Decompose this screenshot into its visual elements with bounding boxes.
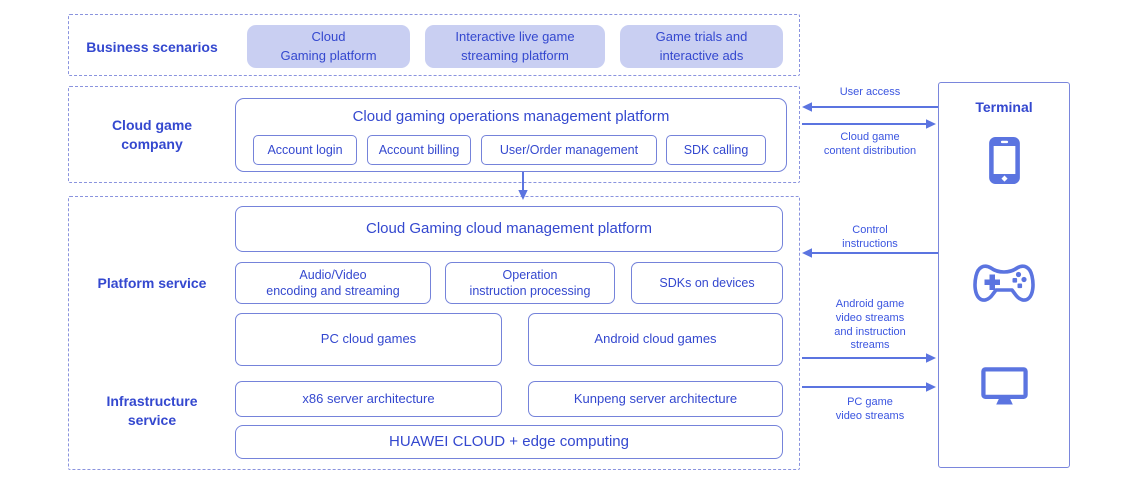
module-account-login: Account login: [253, 135, 357, 165]
flow-label-android-streams: Android game video streams and instructi…: [834, 298, 906, 352]
business-scenarios-label: Business scenarios: [86, 39, 218, 55]
terminal-label: Terminal: [975, 99, 1033, 115]
infrastructure-service-label: Infrastructure service: [106, 393, 198, 428]
module-account-billing: Account billing: [367, 135, 471, 165]
arrow-user-access: [802, 102, 938, 112]
arch-box-kunpeng: Kunpeng server architecture: [528, 381, 783, 417]
service-box-operation-instruction: Operation instruction processing: [445, 262, 615, 304]
flow-label-control-instructions: Control instructions: [842, 224, 898, 250]
service-box-audio-video: Audio/Video encoding and streaming: [235, 262, 431, 304]
service-box-sdks-on-devices: SDKs on devices: [631, 262, 783, 304]
arrow-pc-streams: [802, 382, 936, 392]
cloud-game-company-section: [68, 86, 800, 183]
huawei-cloud-box: HUAWEI CLOUD + edge computing: [235, 425, 783, 459]
arrow-content-distribution: [802, 119, 936, 129]
module-user-order-management: User/Order management: [481, 135, 657, 165]
operations-platform-box: Cloud gaming operations management platf…: [235, 98, 787, 172]
module-sdk-calling: SDK calling: [666, 135, 766, 165]
monitor-icon: [981, 367, 1028, 412]
flow-label-content-distribution: Cloud game content distribution: [823, 131, 917, 157]
cloud-management-platform-box: Cloud Gaming cloud management platform: [235, 206, 783, 252]
operations-platform-title: Cloud gaming operations management platf…: [352, 108, 670, 125]
scenario-box-live-streaming: Interactive live game streaming platform: [425, 25, 605, 68]
platform-infra-section: [68, 196, 800, 470]
arch-box-x86: x86 server architecture: [235, 381, 502, 417]
platform-service-label: Platform service: [97, 275, 207, 291]
scenario-box-cloud-gaming: Cloud Gaming platform: [247, 25, 410, 68]
gamepad-icon: [972, 261, 1036, 310]
flow-label-pc-streams: PC game video streams: [835, 396, 905, 422]
game-box-pc-cloud-games: PC cloud games: [235, 313, 502, 366]
smartphone-icon: [989, 137, 1020, 189]
scenario-box-game-trials: Game trials and interactive ads: [620, 25, 783, 68]
game-box-android-cloud-games: Android cloud games: [528, 313, 783, 366]
business-scenarios-section: [68, 14, 800, 76]
terminal-panel: Terminal: [938, 82, 1070, 468]
cloud-game-company-label: Cloud game company: [111, 117, 193, 152]
flow-label-user-access: User access: [839, 86, 901, 98]
arrow-android-streams: [802, 353, 936, 363]
